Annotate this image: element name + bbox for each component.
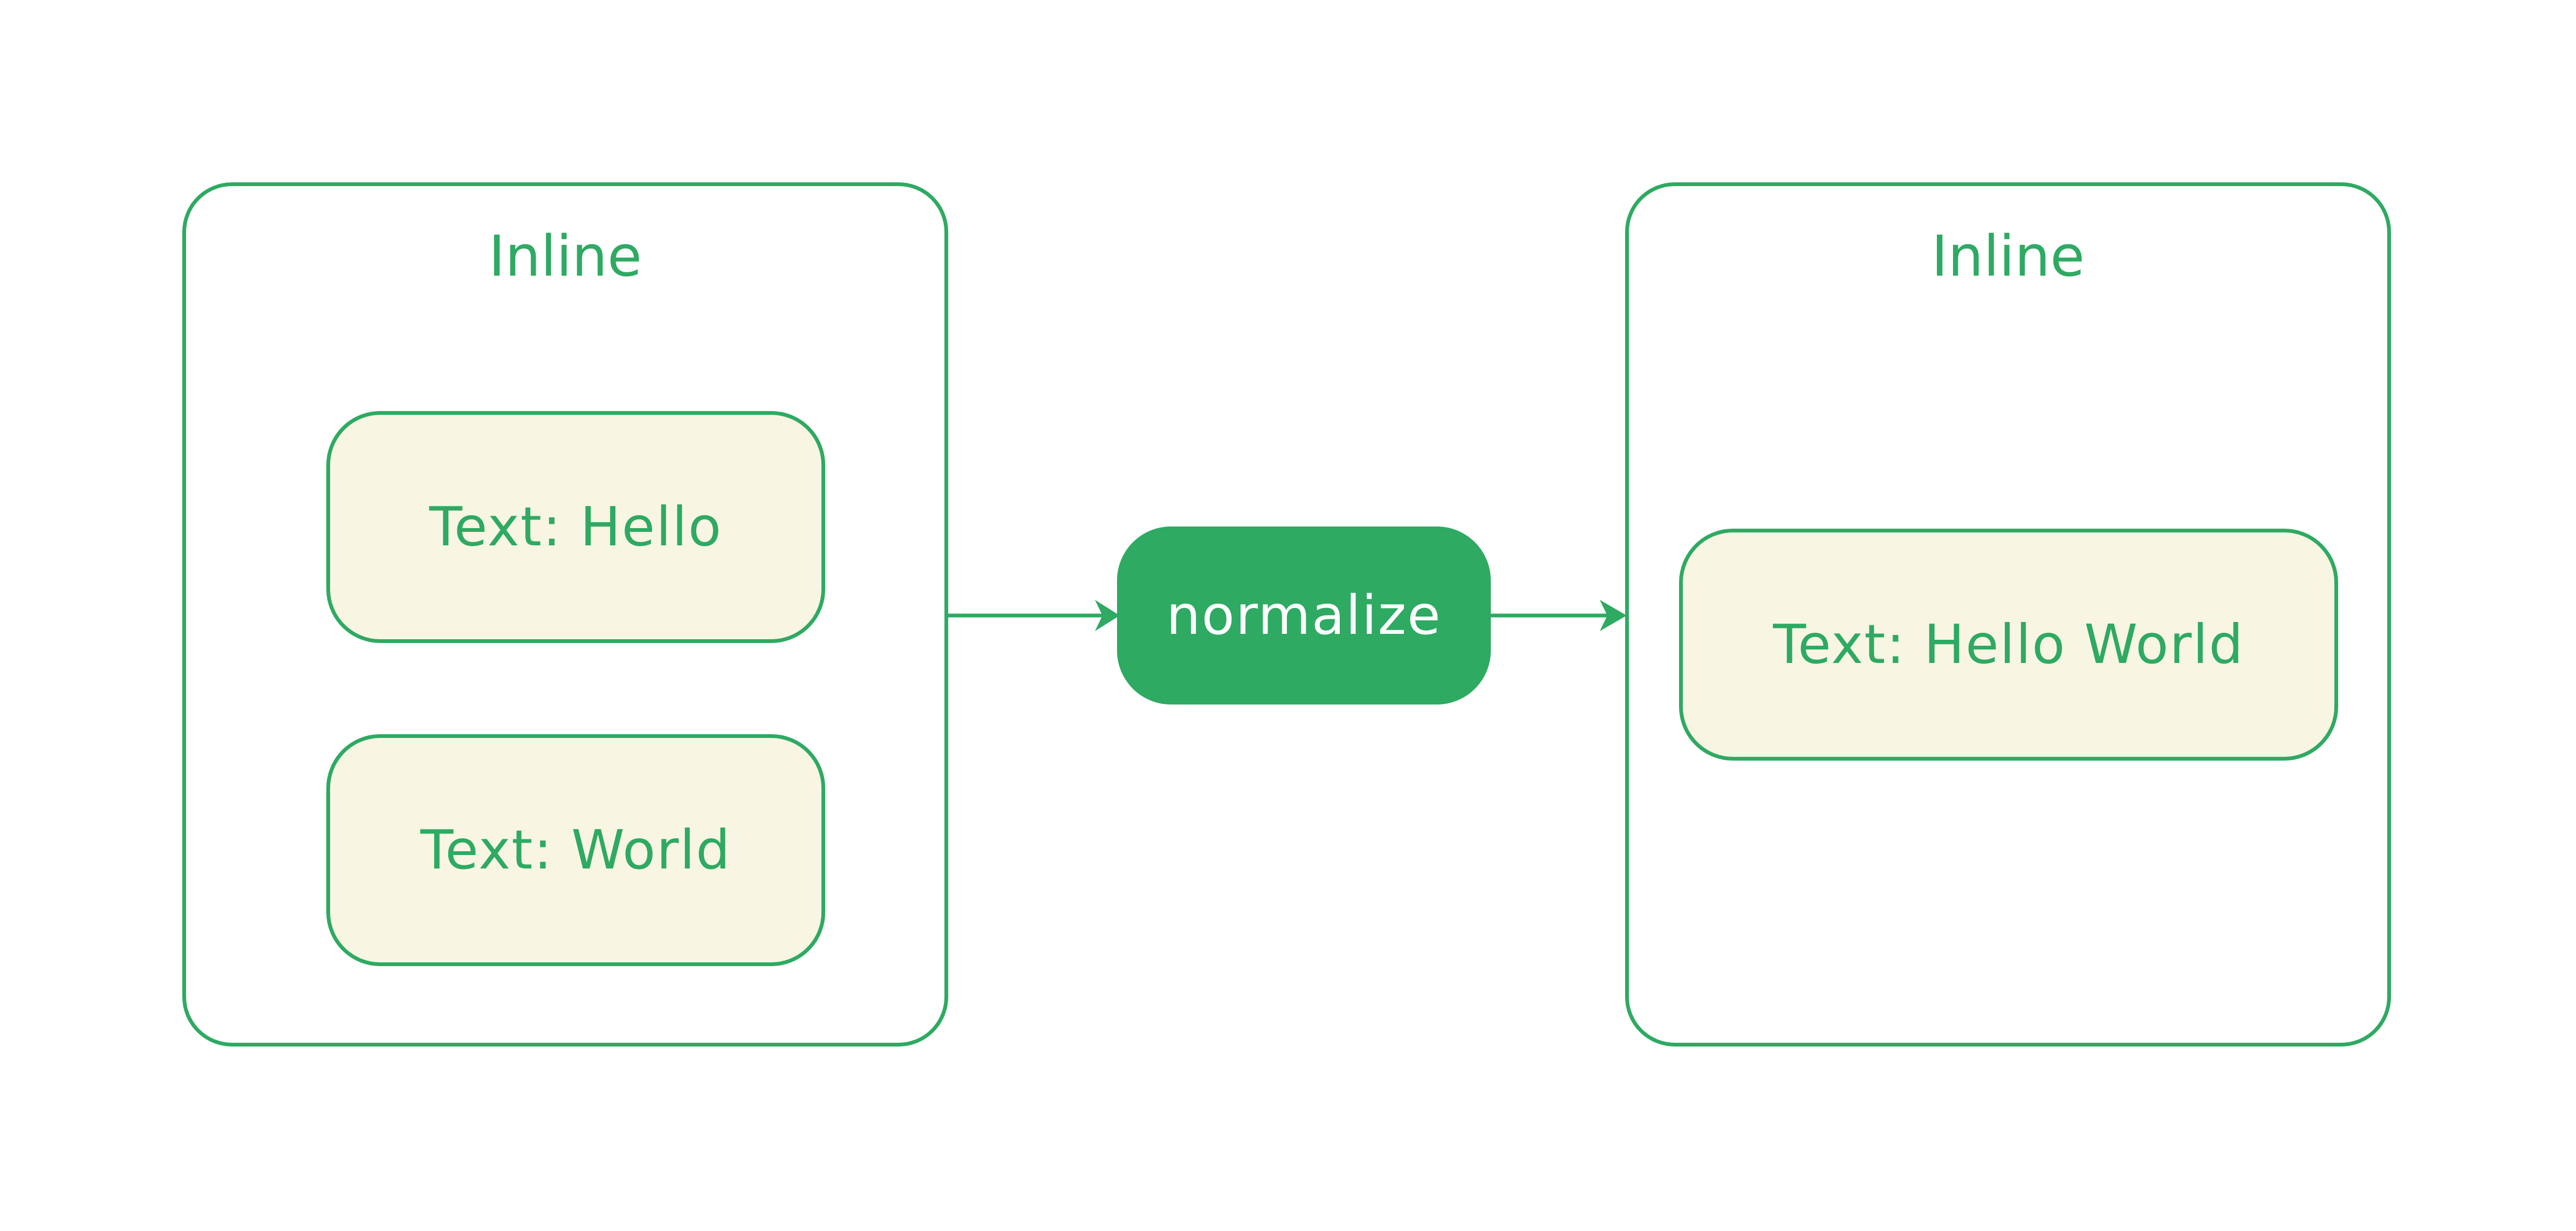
output-text-node-hello-world: Text: Hello World [1679, 529, 2338, 761]
normalize-process-label: normalize [1166, 584, 1442, 647]
output-text-node-label: Text: Hello World [1773, 613, 2244, 676]
input-text-node-label: Text: Hello [429, 495, 723, 558]
arrowhead-icon [1095, 600, 1120, 631]
input-text-node-world: Text: World [326, 734, 825, 966]
arrow-normalize-to-output [1491, 600, 1627, 631]
normalize-process-node: normalize [1117, 526, 1491, 705]
arrow-input-to-normalize [948, 600, 1120, 631]
input-text-node-label: Text: World [420, 818, 731, 881]
output-inline-title: Inline [1931, 223, 2085, 289]
input-text-node-hello: Text: Hello [326, 411, 825, 643]
input-inline-title: Inline [488, 223, 642, 289]
arrowhead-icon [1600, 600, 1627, 631]
